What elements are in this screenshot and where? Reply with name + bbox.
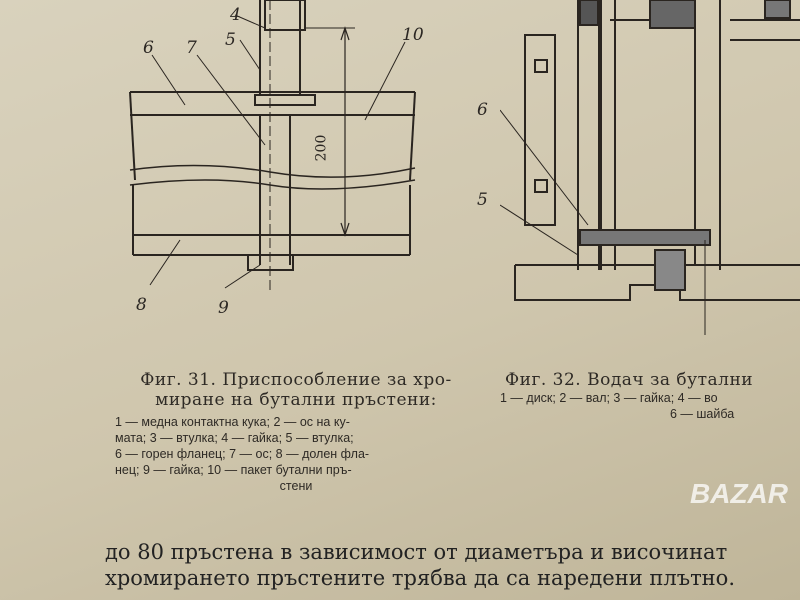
body-text-line: до 80 пръстена в зависимост от диаметъра… <box>105 540 728 564</box>
fig31-dimension: 200 <box>313 134 330 162</box>
fig31-label-5: 5 <box>225 30 236 50</box>
figure-32-caption: Фиг. 32. Водач за бутални 1 — диск; 2 — … <box>500 370 800 422</box>
fig31-label-6: 6 <box>143 38 154 58</box>
fig31-title-line2: миране на бутални пръстени: <box>155 390 437 410</box>
fig31-legend-line: 1 — медна контактна кука; 2 — ос на ку- <box>115 415 350 429</box>
fig31-label-9: 9 <box>218 298 229 318</box>
fig31-legend-line: мата; 3 — втулка; 4 — гайка; 5 — втулка; <box>115 431 354 445</box>
fig31-label-10: 10 <box>402 25 424 45</box>
watermark-logo: BAZAR <box>690 478 788 509</box>
fig32-legend-line: 6 — шайба <box>670 407 735 421</box>
fig32-label-5: 5 <box>477 190 488 210</box>
fig31-legend-line: 6 — горен фланец; 7 — ос; 8 — долен фла- <box>115 447 370 461</box>
fig32-title: Фиг. 32. Водач за бутални <box>505 370 754 390</box>
fig31-legend-line: нец; 9 — гайка; 10 — пакет бутални пръ- <box>115 463 352 477</box>
body-text-line: хромирането пръстените трябва да са наре… <box>105 566 735 590</box>
figure-31-caption: Фиг. 31. Приспособление за хро- миране н… <box>115 370 477 494</box>
fig31-label-4: 4 <box>230 5 241 25</box>
figure-31-drawing <box>129 0 416 290</box>
fig32-label-6: 6 <box>477 100 488 120</box>
fig31-label-8: 8 <box>136 295 147 315</box>
figure-32-drawing <box>500 0 800 335</box>
fig31-label-7: 7 <box>186 38 197 58</box>
fig31-legend-line: стени <box>279 479 313 493</box>
fig31-title-line1: Фиг. 31. Приспособление за хро- <box>140 370 452 390</box>
fig32-legend-line: 1 — диск; 2 — вал; 3 — гайка; 4 — во <box>500 391 718 405</box>
